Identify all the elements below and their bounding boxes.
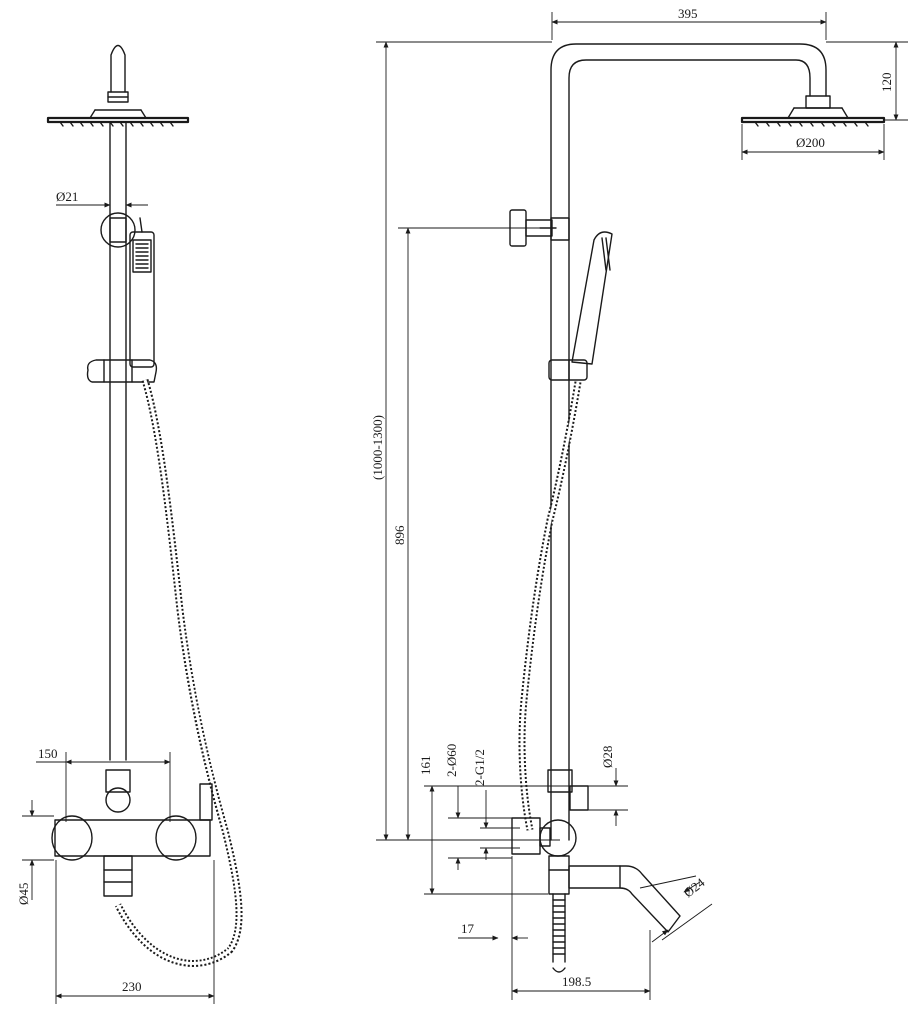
side-riser-and-arm	[550, 43, 831, 841]
front-view: Ø21 150 Ø45 230	[16, 44, 243, 1004]
side-inlet-pipe	[552, 893, 566, 973]
dim-inlet-diameter: 2-Ø60	[444, 744, 459, 777]
dim-inlet-height: 161	[418, 756, 433, 776]
front-mixer-body	[51, 769, 213, 897]
side-head-shower	[740, 107, 886, 127]
dim-spout-reach: 198.5	[562, 974, 591, 989]
front-wall-bracket	[100, 212, 136, 248]
dim-handle-spacing: 150	[38, 746, 58, 761]
front-sliding-holder	[86, 359, 158, 383]
dim-inlet-thread: 2-G1/2	[472, 749, 487, 786]
side-bath-spout	[568, 865, 681, 933]
front-shower-arm	[107, 44, 129, 103]
front-hose	[114, 378, 243, 967]
side-view: 395 120 Ø200 (1000-1300) 896 161	[370, 6, 908, 1000]
dim-overall-width: 230	[122, 979, 142, 994]
dim-body-diameter: Ø45	[16, 883, 31, 905]
dim-arm-length: 395	[678, 6, 698, 21]
side-dimensions: 395 120 Ø200 (1000-1300) 896 161	[370, 6, 908, 1000]
dim-inlet-offset: 17	[461, 921, 475, 936]
front-hand-shower	[129, 217, 155, 368]
dim-outlet-diameter: Ø28	[600, 746, 615, 768]
dim-head-drop: 120	[879, 73, 894, 93]
front-head-shower	[46, 109, 190, 127]
front-dimensions: Ø21 150 Ø45 230	[16, 189, 215, 1004]
side-hand-shower	[571, 231, 613, 365]
dim-head-diameter: Ø200	[796, 135, 825, 150]
dim-bracket-height: 896	[392, 525, 407, 545]
dim-pipe-diameter: Ø21	[56, 189, 78, 204]
dim-total-height: (1000-1300)	[370, 415, 385, 480]
side-sliding-holder	[548, 359, 588, 381]
side-hose	[518, 381, 582, 831]
